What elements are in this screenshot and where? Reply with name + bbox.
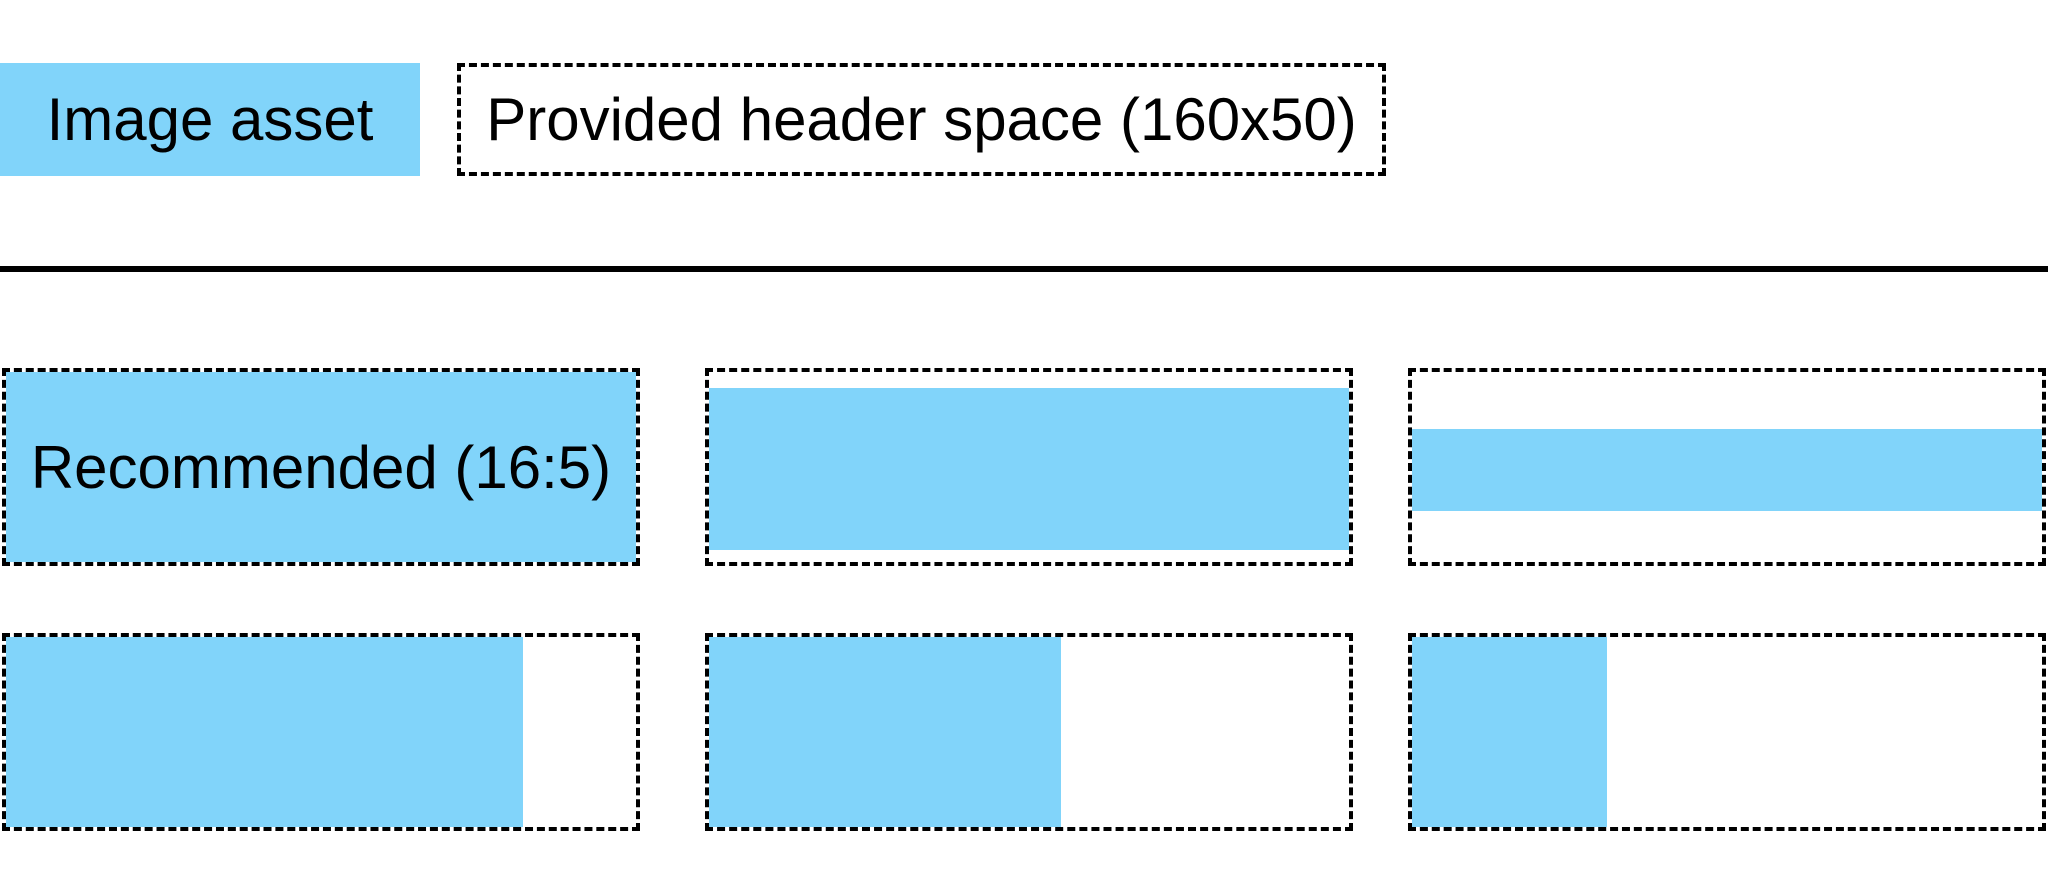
example-box-recommended: Recommended (16:5)	[2, 368, 640, 566]
header-space-label: Provided header space (160x50)	[486, 86, 1357, 153]
example-box-full-width-band	[1408, 368, 2046, 566]
image-asset-fill	[709, 388, 1349, 550]
example-box-full-width-short	[705, 368, 1353, 566]
image-asset-label: Image asset	[46, 86, 374, 153]
image-asset-fill	[709, 637, 1061, 827]
image-asset-fill	[6, 637, 523, 827]
image-asset-fill	[1412, 429, 2042, 511]
image-asset-swatch: Image asset	[0, 63, 420, 176]
header-space-box: Provided header space (160x50)	[457, 63, 1386, 176]
image-asset-fill	[6, 372, 636, 562]
example-box-partial-width-narrow	[1408, 633, 2046, 831]
example-box-partial-width-wide	[2, 633, 640, 831]
image-asset-fill	[1412, 637, 1608, 827]
recommended-label: Recommended (16:5)	[30, 433, 612, 501]
example-box-partial-width-medium	[705, 633, 1353, 831]
divider-line	[0, 266, 2048, 272]
